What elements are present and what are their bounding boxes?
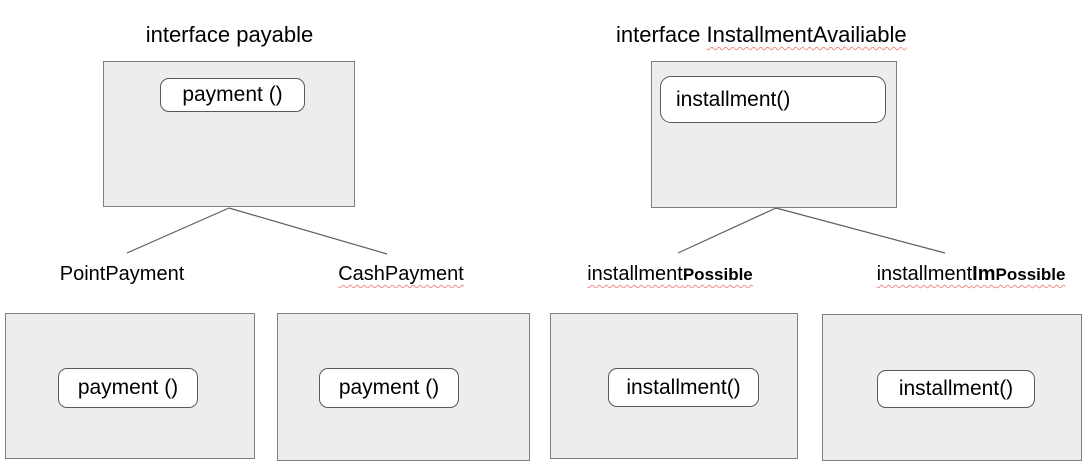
method-pill-payment: payment () bbox=[319, 368, 459, 408]
method-pill-installment: installment() bbox=[608, 368, 759, 407]
interface-box-payable: payment () bbox=[103, 61, 355, 207]
class-label-pointpayment: PointPayment bbox=[40, 262, 204, 287]
class-name: CashPayment bbox=[338, 263, 464, 285]
title-name: payable bbox=[236, 22, 314, 47]
class-name: PointPayment bbox=[59, 263, 185, 285]
class-box-installmentimpossible: installment() bbox=[822, 314, 1082, 461]
connector-line-installment-possible bbox=[677, 207, 777, 254]
method-pill-installment: installment() bbox=[660, 76, 886, 123]
interface-installmentavailiable-title: interface InstallmentAvailiable bbox=[616, 22, 907, 48]
method-label: installment() bbox=[676, 87, 791, 111]
class-name: installmentPossible bbox=[587, 263, 753, 285]
connector-line-payable-cashpayment bbox=[228, 207, 388, 255]
method-label: payment () bbox=[77, 376, 179, 399]
class-box-pointpayment: payment () bbox=[5, 313, 255, 459]
class-box-installmentpossible: installment() bbox=[550, 313, 798, 459]
connector-line-payable-pointpayment bbox=[126, 207, 230, 254]
interface-box-installmentavailiable: installment() bbox=[651, 61, 897, 208]
class-label-cashpayment: CashPayment bbox=[319, 262, 483, 287]
title-prefix: interface bbox=[145, 22, 237, 47]
class-label-installmentpossible: installmentPossible bbox=[580, 262, 760, 287]
class-label-installmentimpossible: installmentImPossible bbox=[860, 262, 1082, 287]
title-name: InstallmentAvailiable bbox=[706, 22, 907, 47]
method-pill-payment: payment () bbox=[58, 368, 198, 408]
class-box-cashpayment: payment () bbox=[277, 313, 530, 461]
class-name: installmentImPossible bbox=[876, 263, 1066, 285]
method-label: installment() bbox=[898, 377, 1014, 400]
method-pill-installment: installment() bbox=[877, 370, 1035, 408]
method-label: payment () bbox=[338, 376, 440, 399]
method-pill-payment: payment () bbox=[160, 78, 305, 112]
method-label: payment () bbox=[182, 83, 283, 106]
interface-payable-title: interface payable bbox=[103, 22, 356, 48]
method-label: installment() bbox=[626, 375, 741, 399]
title-prefix: interface bbox=[616, 22, 707, 47]
connector-line-installment-impossible bbox=[775, 207, 946, 254]
